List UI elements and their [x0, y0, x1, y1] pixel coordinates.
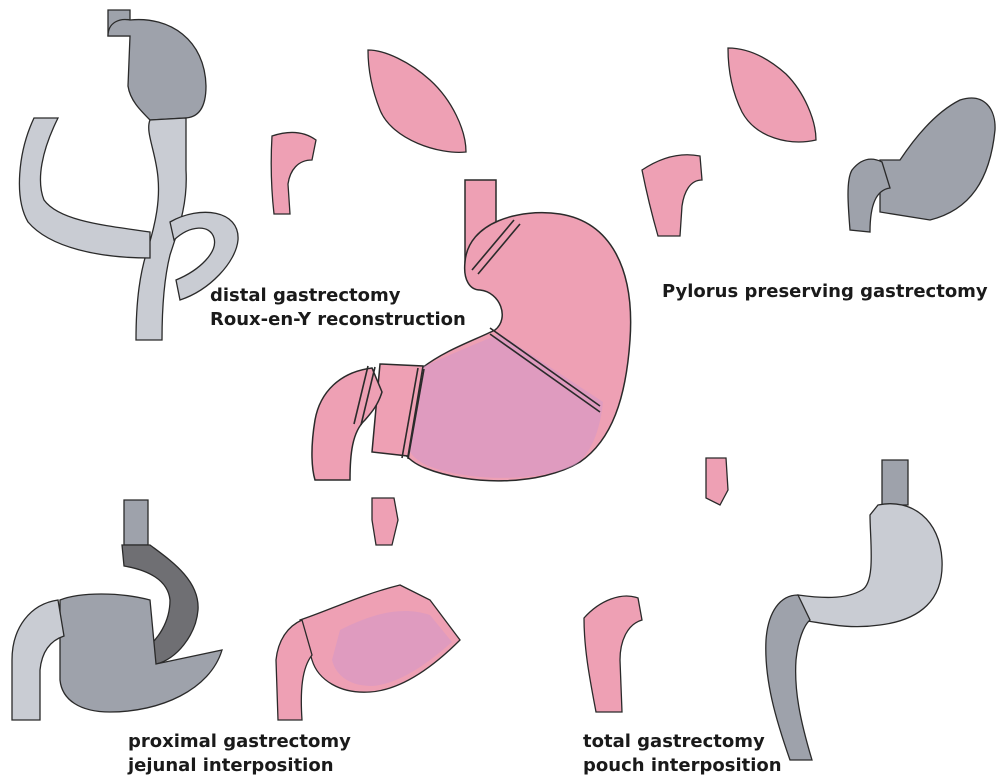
- pylorus-preserving-diagram: [848, 98, 995, 232]
- resected-distal-stomach: [276, 585, 460, 720]
- label-pylorus-line1: Pylorus preserving gastrectomy: [662, 280, 988, 304]
- distal-duodenal-stump: [19, 118, 150, 258]
- label-pylorus-preserving: Pylorus preserving gastrectomy: [662, 280, 988, 304]
- resected-duodenum-top-left: [271, 133, 316, 214]
- resected-fundus-top-right: [728, 48, 816, 142]
- resected-esophagus-bottom-left: [372, 498, 398, 545]
- resected-distal-duodenum: [276, 620, 312, 720]
- label-proximal-line2: jejunal interposition: [128, 754, 351, 778]
- label-total-line2: pouch interposition: [583, 754, 782, 778]
- label-distal-gastrectomy: distal gastrectomy Roux-en-Y reconstruct…: [210, 284, 466, 332]
- resected-pylorus-bottom: [584, 596, 642, 712]
- resected-fundus-top: [368, 50, 466, 152]
- proximal-esophagus: [124, 500, 148, 545]
- label-proximal-gastrectomy: proximal gastrectomy jejunal interpositi…: [128, 730, 351, 778]
- total-jejunal-pouch: [798, 504, 942, 627]
- label-total-line1: total gastrectomy: [583, 730, 782, 754]
- proximal-gastrectomy-diagram: [12, 500, 222, 720]
- proximal-duodenum: [12, 600, 64, 720]
- resected-pylorus-top-right: [642, 155, 702, 236]
- pylorus-preserving-remnant: [880, 98, 995, 220]
- label-proximal-line1: proximal gastrectomy: [128, 730, 351, 754]
- label-distal-line2: Roux-en-Y reconstruction: [210, 308, 466, 332]
- distal-gastrectomy-diagram: [19, 10, 238, 340]
- label-total-gastrectomy: total gastrectomy pouch interposition: [583, 730, 782, 778]
- label-distal-line1: distal gastrectomy: [210, 284, 466, 308]
- total-esophagus: [882, 460, 908, 505]
- distal-remnant-stomach: [108, 20, 206, 120]
- resected-esophagus-bottom-right: [706, 458, 728, 505]
- total-gastrectomy-diagram: [766, 460, 942, 760]
